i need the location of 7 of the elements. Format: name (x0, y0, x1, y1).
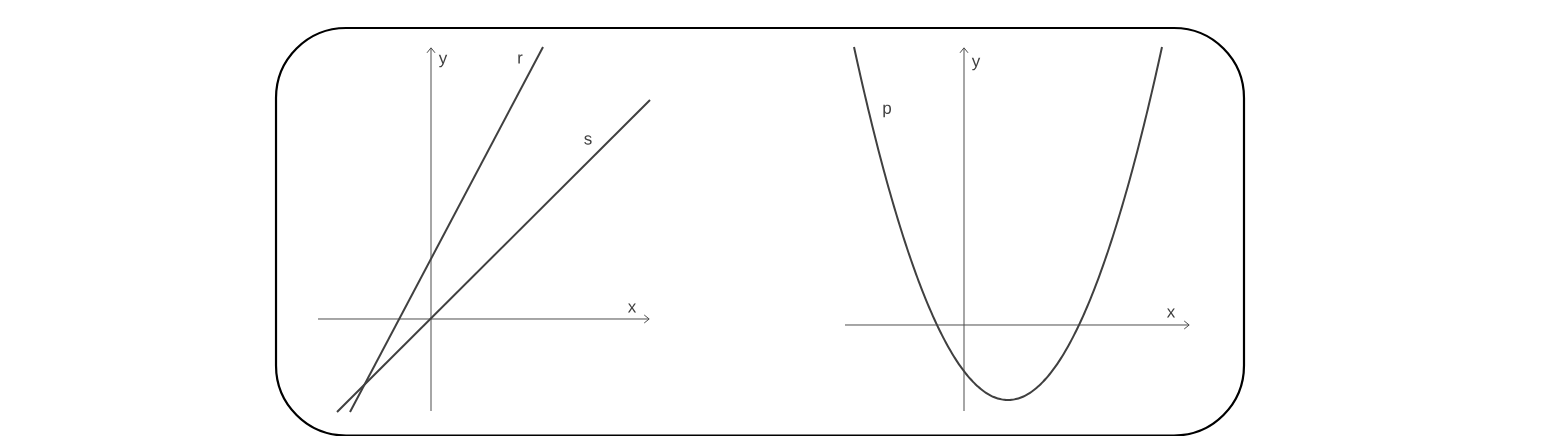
line-label: r (518, 54, 523, 64)
curve-label: p (883, 104, 891, 118)
axis-label: y (438, 54, 448, 68)
axis-label: y (971, 57, 981, 71)
axis-label: x (1166, 308, 1176, 318)
line-label: s (584, 135, 592, 145)
axis-label: x (627, 303, 637, 313)
